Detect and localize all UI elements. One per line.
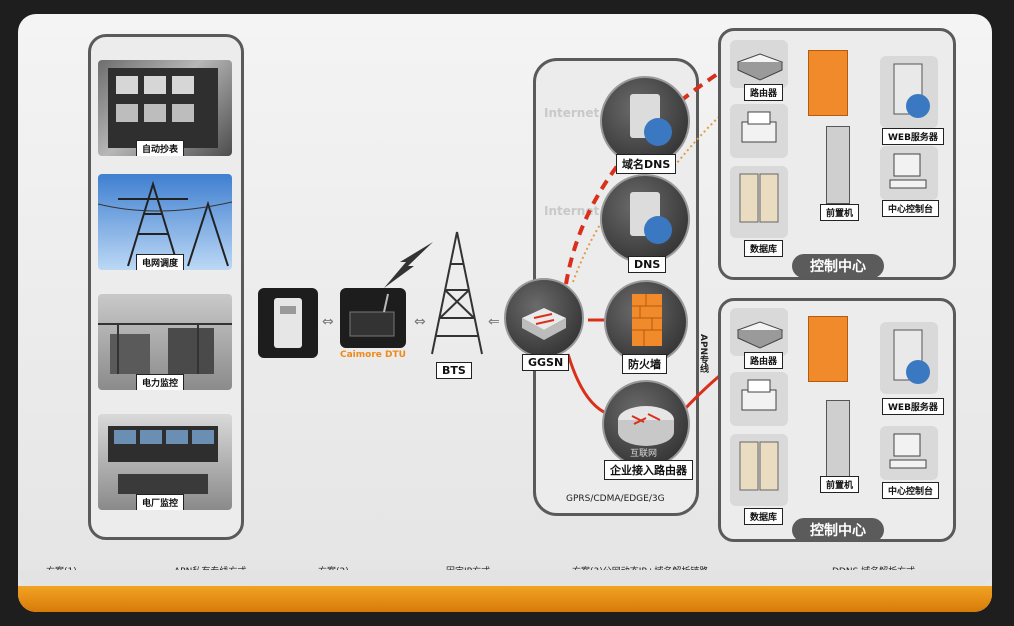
dns-server-icon (630, 192, 672, 244)
front-server-icon (826, 400, 850, 478)
photo-meter-reading: 自动抄表 (98, 60, 232, 156)
router-label: 路由器 (744, 84, 784, 101)
terminal-device-icon (274, 298, 302, 348)
photo-label: 电厂监控 (136, 494, 185, 510)
console-tile (880, 426, 938, 480)
database-icon (739, 441, 779, 491)
apn-label: APN专线 (698, 334, 708, 374)
database-tile (730, 434, 788, 506)
internet-label: Internet (544, 204, 600, 218)
photo-power-monitoring: 电力监控 (98, 294, 232, 390)
ggsn-label: GGSN (522, 354, 570, 371)
switch-icon (522, 308, 566, 340)
printer-tile (730, 104, 788, 158)
firewall-icon (632, 294, 662, 346)
dns-label: DNS (628, 256, 667, 273)
photo-grid-dispatch: 电网调度 (98, 174, 232, 270)
substation-illustration (98, 323, 232, 374)
domain-dns-label: 域名DNS (616, 154, 677, 174)
console-label: 中心控制台 (882, 482, 940, 499)
web-server-icon (893, 329, 930, 384)
internet-label: Internet (544, 106, 600, 120)
terminal-device-tile (258, 288, 318, 358)
console-label: 中心控制台 (882, 200, 940, 217)
power-tower-illustration (98, 180, 232, 267)
network-caption: GPRS/CDMA/EDGE/3G (566, 494, 665, 504)
console-icon (889, 153, 927, 189)
dns-server-icon (630, 94, 672, 146)
front-server-label: 前置机 (820, 204, 860, 221)
router-icon (618, 406, 674, 446)
router-icon (736, 53, 784, 81)
web-server-label: WEB服务器 (882, 398, 944, 415)
slide: 自动抄表 电网调度 电力监控 电厂监控 ⇔ (18, 14, 992, 612)
control-room-illustration (108, 426, 218, 494)
printer-icon (741, 111, 777, 143)
firewall-icon (808, 316, 848, 382)
control-center-title: 控制中心 (792, 254, 884, 278)
wireless-signal-icon (384, 242, 433, 288)
photo-plant-monitoring: 电厂监控 (98, 414, 232, 510)
firewall-node (604, 280, 688, 364)
front-server-icon (826, 126, 850, 204)
meter-cabinet-illustration (108, 68, 218, 148)
router-label: 路由器 (744, 352, 784, 369)
photo-label: 自动抄表 (136, 140, 185, 156)
web-server-icon (893, 63, 930, 118)
router-tile (730, 40, 788, 88)
database-tile (730, 166, 788, 238)
front-server-label: 前置机 (820, 476, 860, 493)
double-arrow-icon: ⇔ (322, 314, 334, 330)
router-icon (736, 321, 784, 349)
console-tile (880, 146, 938, 200)
dtu-tile (340, 288, 406, 348)
slide-footer-bar (18, 570, 992, 612)
ggsn-node (504, 278, 584, 358)
web-server-label: WEB服务器 (882, 128, 944, 145)
printer-icon (741, 379, 777, 411)
router-tile (730, 308, 788, 356)
double-arrow-icon: ⇔ (414, 314, 426, 330)
dtu-label: Caimore DTU (340, 350, 406, 360)
router-caption: 互联网 (630, 449, 658, 459)
enterprise-router-label: 企业接入路由器 (604, 460, 693, 480)
database-icon (739, 173, 779, 223)
dtu-icon (349, 293, 395, 337)
web-server-tile (880, 322, 938, 394)
photo-label: 电网调度 (136, 254, 185, 270)
printer-tile (730, 372, 788, 426)
console-icon (889, 433, 927, 469)
firewall-label: 防火墙 (622, 354, 667, 374)
domain-dns-node (600, 76, 690, 166)
dns-node (600, 174, 690, 264)
enterprise-router-node (602, 380, 690, 468)
control-center-title: 控制中心 (792, 518, 884, 542)
web-server-tile (880, 56, 938, 128)
photo-label: 电力监控 (136, 374, 185, 390)
double-arrow-icon: ⇐ (488, 314, 500, 330)
database-label: 数据库 (744, 508, 784, 525)
bts-label: BTS (436, 362, 472, 379)
bts-tower-icon (431, 231, 483, 355)
database-label: 数据库 (744, 240, 784, 257)
firewall-icon (808, 50, 848, 116)
